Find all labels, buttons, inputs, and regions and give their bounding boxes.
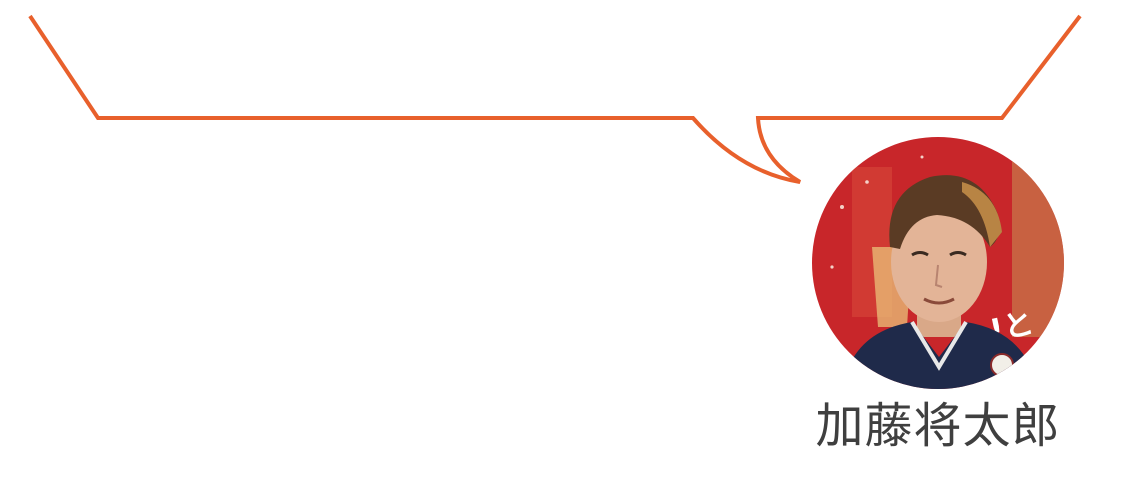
- speech-bubble-outline: [28, 14, 1082, 184]
- speech-bubble: [28, 14, 1082, 184]
- portrait-photo: !と: [812, 137, 1064, 389]
- avatar: !と: [812, 137, 1064, 389]
- person-name: 加藤将太郎: [815, 398, 1061, 454]
